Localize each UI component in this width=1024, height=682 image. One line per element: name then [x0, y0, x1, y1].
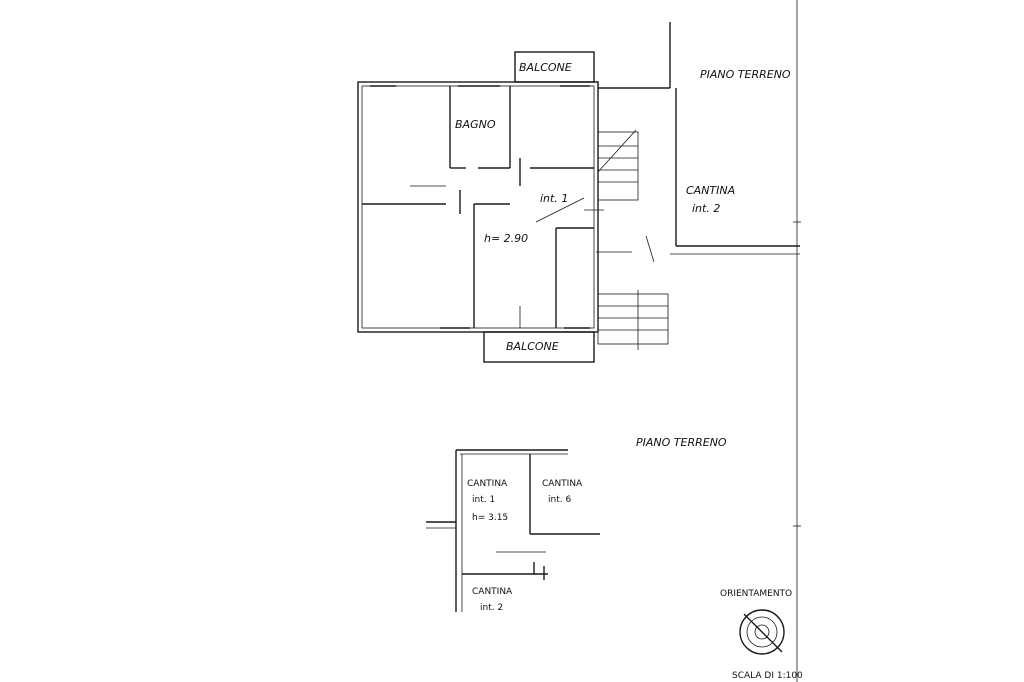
- bathroom-label: BAGNO: [455, 118, 496, 131]
- door-swing: [535, 197, 585, 223]
- cellar-1-height: h= 3.15: [472, 513, 508, 523]
- cellar-6-unit: int. 6: [548, 495, 571, 505]
- cellar-label-top: CANTINA: [686, 184, 735, 197]
- stair-direction: [597, 129, 637, 173]
- cellar-2-label: CANTINA: [472, 587, 513, 597]
- balcony-bottom: [483, 331, 595, 363]
- apartment-outer-wall: [357, 81, 599, 333]
- cellar-plan: [426, 449, 600, 612]
- cellar-2-unit: int. 2: [480, 603, 503, 613]
- floor-label-top: PIANO TERRENO: [700, 68, 791, 81]
- cellar-1-label: CANTINA: [467, 479, 508, 489]
- cellar-6-label: CANTINA: [542, 479, 583, 489]
- unit-label: int. 1: [540, 192, 568, 205]
- cellar-unit-top: int. 2: [692, 202, 720, 215]
- balcony-bottom-label: BALCONE: [506, 340, 559, 353]
- balcony-top-label: BALCONE: [519, 61, 572, 74]
- door-swing: [645, 235, 655, 263]
- ground-floor-title: PIANO TERRENO: [636, 436, 727, 449]
- ceiling-height-label: h= 2.90: [484, 232, 528, 245]
- balcony-top: [514, 51, 595, 83]
- compass-icon: [739, 609, 785, 655]
- cellar-1-unit: int. 1: [472, 495, 495, 505]
- scale-label: SCALA DI 1:100: [732, 671, 803, 681]
- stairwell: [597, 22, 800, 350]
- stair-flight-upper: [597, 131, 639, 201]
- upper-floor-plan: [357, 51, 632, 363]
- orientation-label: ORIENTAMENTO: [720, 589, 792, 599]
- stair-flight-lower: [597, 293, 669, 345]
